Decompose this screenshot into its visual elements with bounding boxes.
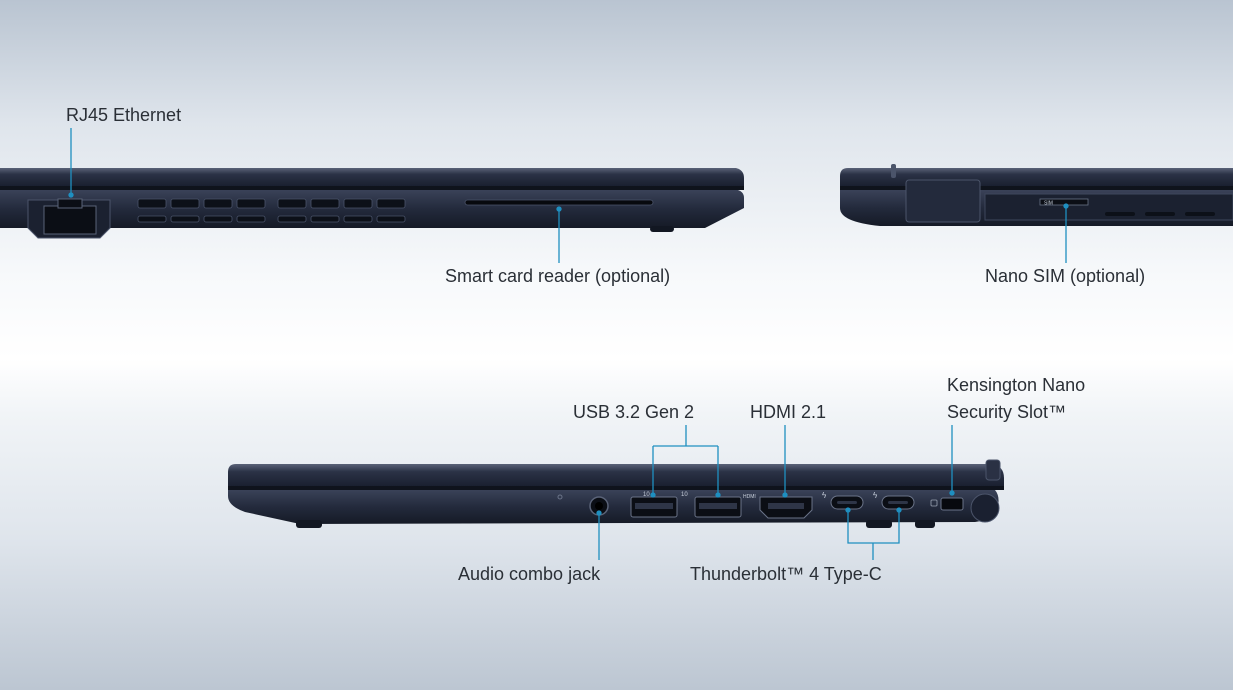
label-thunderbolt-4: Thunderbolt™ 4 Type-C <box>690 564 882 584</box>
label-kensington-line-1: Kensington Nano <box>947 375 1086 395</box>
label-kensington-line-2: Security Slot™ <box>947 402 1067 422</box>
label-nano-sim: Nano SIM (optional) <box>985 266 1146 286</box>
thunderbolt-bolt-icon: ϟ <box>822 491 827 500</box>
label-audio-combo-jack: Audio combo jack <box>458 564 601 584</box>
thunderbolt-bolt-icon: ϟ <box>873 491 878 500</box>
laptop-left-side <box>0 168 744 239</box>
sim-tray-mark: SIM <box>1044 201 1053 207</box>
hdmi-icon-mark: HDMI <box>743 494 756 500</box>
laptop-bottom-side: 10 10 HDMI ϟ ϟ <box>228 459 1004 528</box>
laptop-right-side: SIM <box>840 164 1233 226</box>
label-rj45-ethernet: RJ45 Ethernet <box>66 105 182 125</box>
callout-lines <box>68 128 1069 560</box>
usb-speed-mark-a: 10 <box>643 492 650 498</box>
label-smart-card-reader: Smart card reader (optional) <box>445 266 671 286</box>
label-hdmi-2-1: HDMI 2.1 <box>750 402 827 422</box>
usb-speed-mark-b: 10 <box>681 492 688 498</box>
label-usb-3-2-gen-2: USB 3.2 Gen 2 <box>573 402 695 422</box>
